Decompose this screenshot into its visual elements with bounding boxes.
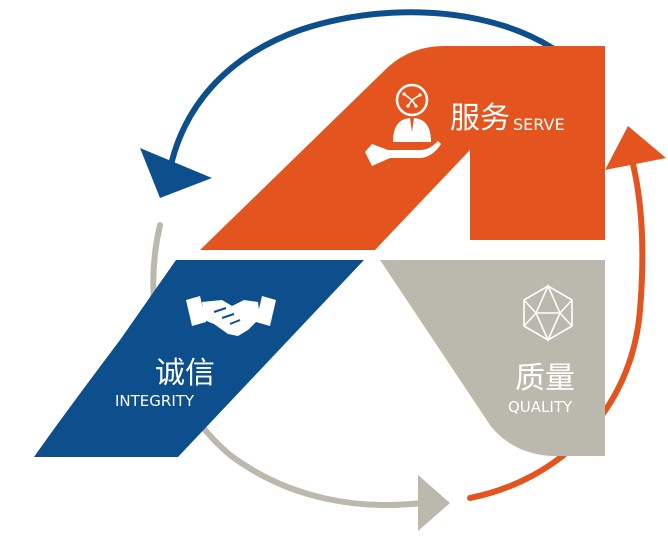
crystal-icon [523,284,573,342]
integrity-segment [34,260,364,457]
blue-cycle-arrow [140,9,601,198]
person-hand-icon [365,83,441,166]
orange-cycle-arrow [467,126,666,501]
serve-cn-label: 服务 [450,101,510,136]
quality-cn-label: 质量 [515,361,575,396]
integrity-en-label: INTEGRITY [115,392,195,410]
quality-segment [380,260,605,456]
serve-en-label: SERVE [513,115,565,134]
serve-segment [200,46,605,250]
integrity-cn-label: 诚信 [155,356,215,391]
quality-en-label: QUALITY [508,398,573,416]
handshake-icon [186,296,276,336]
